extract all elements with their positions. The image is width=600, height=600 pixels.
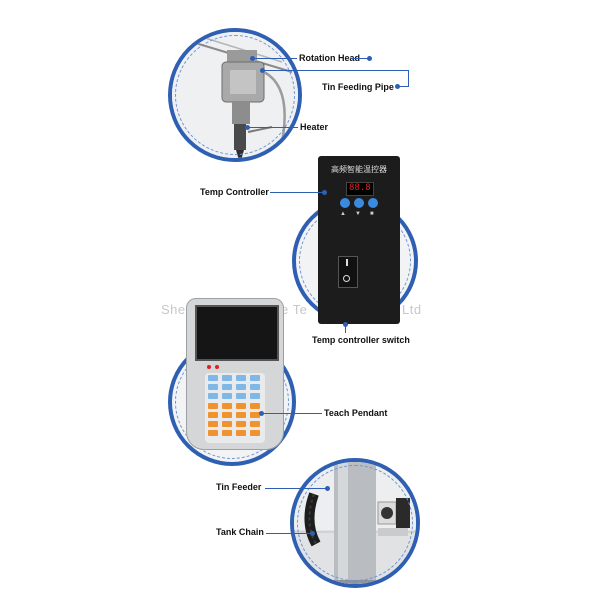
up-arrow-icon: ▲ (340, 211, 346, 217)
tank-chain-leader (266, 533, 312, 534)
tin-feeder-label: Tin Feeder (216, 482, 262, 492)
temp-controller-leader (270, 192, 324, 193)
rotation-head-end-line (352, 58, 370, 59)
temp-controller-switch-label: Temp controller switch (312, 335, 410, 345)
teach-pendant-dot (259, 411, 264, 416)
controller-button-2[interactable] (354, 198, 364, 208)
pendant-indicator-2 (215, 365, 219, 369)
temp-controller-label: Temp Controller (200, 187, 269, 197)
tin-feeding-pipe-leader-v (408, 70, 409, 86)
tin-feeder-closeup (290, 458, 420, 588)
switch-on-icon (346, 259, 348, 266)
tin-feeder-leader (265, 488, 327, 489)
controller-button-1[interactable] (340, 198, 350, 208)
rotation-head-label: Rotation Head (299, 53, 361, 63)
tin-feeding-pipe-label: Tin Feeding Pipe (322, 82, 394, 92)
temp-controller-device: 高频智能温控器 88.8 ▲ ▼ ■ (318, 156, 400, 324)
pendant-indicator-1 (207, 365, 211, 369)
rotation-head-illustration (172, 32, 298, 158)
set-key-icon: ■ (370, 211, 374, 217)
controller-button-3[interactable] (368, 198, 378, 208)
pendant-screen (195, 305, 279, 361)
tin-feeder-illustration (294, 462, 416, 584)
heater-label: Heater (300, 122, 329, 132)
tin-feeding-pipe-leader-h (263, 70, 408, 71)
controller-display: 88.8 (346, 182, 374, 196)
watermark-tail: Ltd (402, 302, 422, 317)
heater-leader (248, 127, 298, 128)
temp-controller-switch-dot (343, 322, 348, 327)
controller-display-value: 88.8 (349, 183, 371, 193)
keypad-keys (208, 375, 260, 436)
temp-controller-switch-leader (345, 325, 346, 333)
tank-chain-dot (310, 531, 315, 536)
teach-pendant-leader (262, 413, 322, 414)
teach-pendant-label: Teach Pendant (324, 408, 388, 418)
controller-header-text: 高频智能温控器 (331, 165, 387, 174)
power-switch[interactable] (338, 256, 358, 288)
watermark-right: e Te (281, 302, 308, 317)
heater-dot (245, 125, 250, 130)
tin-feeding-pipe-leader-end (398, 86, 409, 87)
rotation-head-end-dot (367, 56, 372, 61)
switch-off-icon (343, 275, 350, 282)
tin-feeding-pipe-dot (260, 68, 265, 73)
teach-pendant-device (186, 298, 284, 450)
pendant-keypad (205, 373, 265, 443)
watermark-left: She (161, 302, 186, 317)
tin-feeding-pipe-end-dot (395, 84, 400, 89)
down-arrow-icon: ▼ (355, 211, 361, 217)
rotation-head-dot (250, 56, 255, 61)
tank-chain-label: Tank Chain (216, 527, 264, 537)
rotation-head-leader (253, 58, 297, 59)
temp-controller-dot (322, 190, 327, 195)
rotation-head-closeup (168, 28, 302, 162)
tin-feeder-dot (325, 486, 330, 491)
